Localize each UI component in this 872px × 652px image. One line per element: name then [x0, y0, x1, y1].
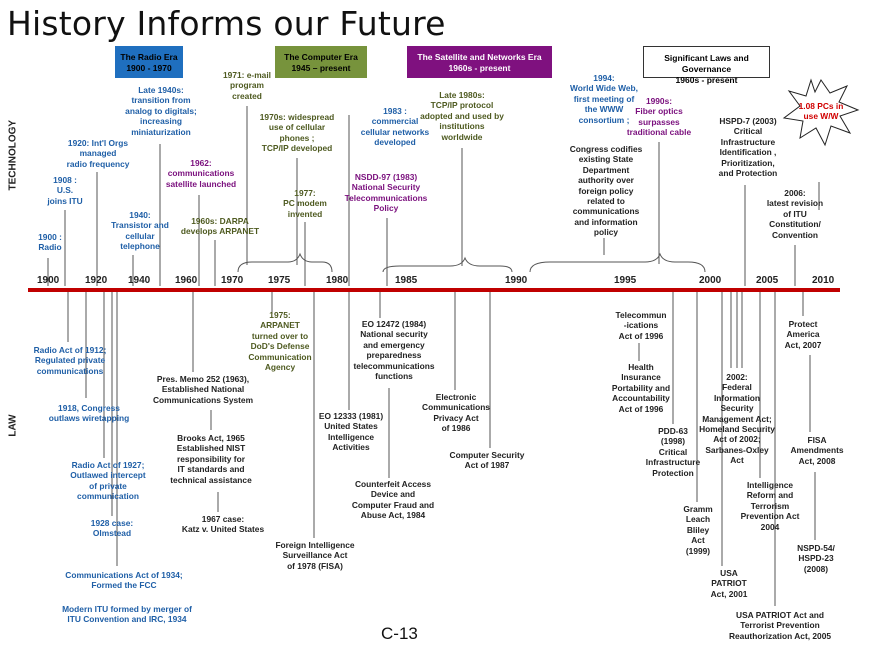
tech-event-1920-orgs: 1920: Int'l Orgs managed radio frequency	[66, 138, 130, 169]
law-event-1918-wiretapping: 1918, Congress outlaws wiretapping	[48, 403, 130, 424]
era-laws: Significant Laws and Governance 1960s - …	[643, 46, 770, 85]
tick-1990: 1990	[505, 275, 528, 286]
law-event-1975-arpanet: 1975: ARPANET turned over to DoD's Defen…	[248, 310, 312, 373]
tech-event-1962-satellite: 1962: communications satellite launched	[165, 158, 237, 189]
tick-1985: 1985	[395, 275, 418, 286]
law-event-irtpa-2004: Intelligence Reform and Terrorism Preven…	[740, 480, 800, 532]
era-satellite: The Satellite and Networks Era 1960s - p…	[407, 46, 552, 78]
tech-event-1990s-fiber: 1990s: Fiber optics surpasses traditiona…	[626, 96, 692, 138]
tick-1975: 1975	[268, 275, 291, 286]
page-title: History Informs our Future	[7, 4, 446, 43]
burst-label: 1.08 PCs in use W/W	[798, 101, 844, 122]
era-computer: The Computer Era 1945 – present	[275, 46, 367, 78]
law-event-pres-memo-252: Pres. Memo 252 (1963), Established Natio…	[152, 374, 254, 405]
law-event-patriot-reauthorization-2005: USA PATRIOT Act and Terrorist Prevention…	[728, 610, 832, 641]
law-event-eo-12333: EO 12333 (1981) United States Intelligen…	[318, 411, 384, 453]
tech-event-1970s-cellular: 1970s: widespread use of cellular phones…	[259, 112, 335, 154]
law-event-fisa-1978: Foreign Intelligence Surveillance Act of…	[275, 540, 355, 571]
law-event-1928-olmstead: 1928 case: Olmstead	[90, 518, 134, 539]
tick-2000: 2000	[699, 275, 722, 286]
law-event-glba-1999: Gramm Leach Bliley Act (1999)	[683, 504, 713, 556]
tick-1960: 1960	[175, 275, 198, 286]
law-event-1967-katz: 1967 case: Katz v. United States	[181, 514, 265, 535]
tech-event-1983-cellular: 1983 : commercial cellular networks deve…	[360, 106, 430, 148]
law-event-computer-security-act-1987: Computer Security Act of 1987	[449, 450, 525, 471]
tech-event-1994-www: 1994: World Wide Web, first meeting of t…	[569, 73, 638, 125]
tech-event-1977-modem: 1977: PC modem invented	[283, 188, 327, 219]
tech-event-congress-codifies: Congress codifies existing State Departm…	[569, 144, 643, 238]
law-event-2002-fisma: 2002: Federal Information Security Manag…	[699, 372, 775, 466]
tech-event-1940-transistor: 1940: Transistor and cellular telephone	[111, 210, 169, 252]
tech-event-late-1940s: Late 1940s: transition from analog to di…	[125, 85, 197, 137]
timeline-axis	[28, 288, 840, 292]
law-event-usa-patriot-2001: USA PATRIOT Act, 2001	[710, 568, 748, 599]
law-event-brooks-act-1965: Brooks Act, 1965 Established NIST respon…	[170, 433, 252, 485]
tech-event-nsdd-97: NSDD-97 (1983) National Security Telecom…	[344, 172, 428, 214]
tick-2010: 2010	[812, 275, 835, 286]
law-event-fisa-amendments-2008: FISA Amendments Act, 2008	[790, 435, 844, 466]
tick-2005: 2005	[756, 275, 779, 286]
law-event-radio-act-1912: Radio Act of 1912; Regulated private com…	[33, 345, 107, 376]
law-event-eo-12472: EO 12472 (1984) National security and em…	[353, 319, 435, 382]
slide-number: C-13	[381, 624, 418, 643]
tick-1995: 1995	[614, 275, 637, 286]
tech-event-hspd-7: HSPD-7 (2003) Critical Infrastructure Id…	[718, 116, 778, 179]
law-event-communications-act-1934: Communications Act of 1934; Formed the F…	[65, 570, 183, 591]
tech-event-late-1980s-tcpip: Late 1980s: TCP/IP protocol adopted and …	[420, 90, 504, 142]
era-radio: The Radio Era 1900 - 1970	[115, 46, 183, 78]
starburst-shape	[782, 78, 860, 147]
law-event-ecpa-1986: Electronic Communications Privacy Act of…	[422, 392, 490, 434]
law-event-radio-act-1927: Radio Act of 1927; Outlawed intercept of…	[70, 460, 146, 502]
law-event-modern-itu-1934: Modern ITU formed by merger of ITU Conve…	[62, 604, 192, 625]
tick-1970: 1970	[221, 275, 244, 286]
tick-1940: 1940	[128, 275, 151, 286]
tech-event-2006-itu-revision: 2006: latest revision of ITU Constitutio…	[766, 188, 824, 240]
law-event-protect-america-2007: Protect America Act, 2007	[784, 319, 822, 350]
law-event-hipaa-1996: Health Insurance Portability and Account…	[611, 362, 671, 414]
law-event-cfaa-1984: Counterfeit Access Device and Computer F…	[351, 479, 435, 521]
tick-1920: 1920	[85, 275, 108, 286]
tech-event-1900-radio: 1900 : Radio	[38, 232, 62, 253]
tech-event-1960s-darpa: 1960s: DARPA develops ARPANET	[180, 216, 260, 237]
law-event-telecommunications-act-1996: Telecommun -ications Act of 1996	[615, 310, 667, 341]
tech-event-1908-itu: 1908 : U.S. joins ITU	[47, 175, 83, 206]
tick-1980: 1980	[326, 275, 349, 286]
tick-1900: 1900	[37, 275, 60, 286]
tech-event-1971-email: 1971: e-mail program created	[223, 70, 271, 101]
law-event-pdd-63: PDD-63 (1998) Critical Infrastructure Pr…	[645, 426, 701, 478]
law-event-nspd-54: NSPD-54/ HSPD-23 (2008)	[797, 543, 835, 574]
